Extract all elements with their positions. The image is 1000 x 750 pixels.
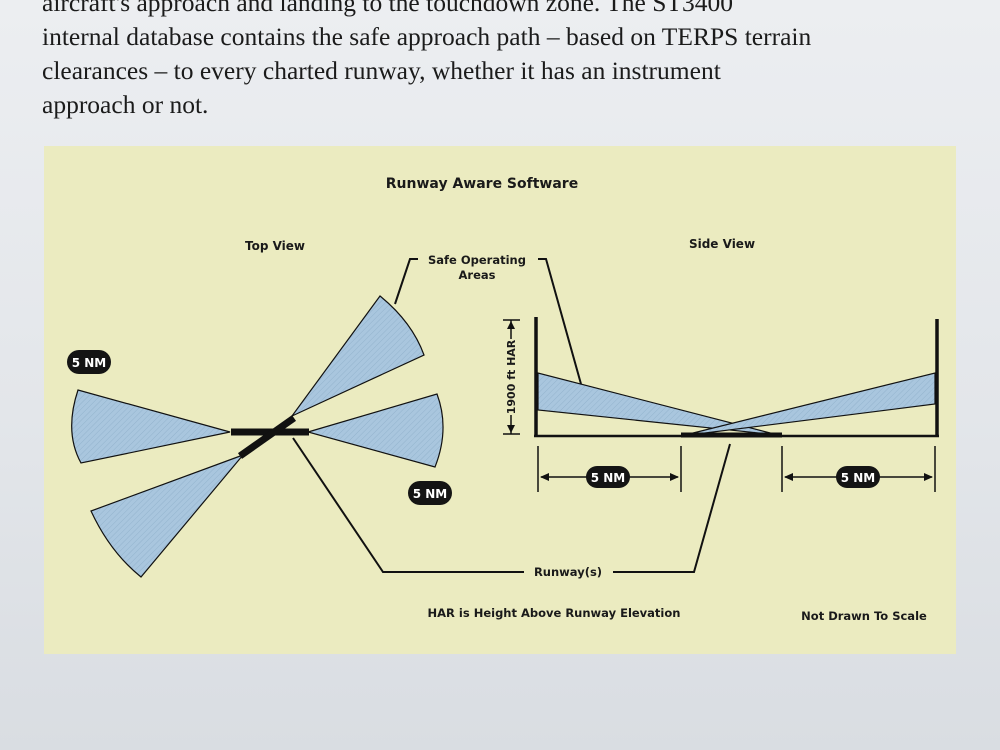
har-label: 1900 ft HAR — [505, 339, 518, 414]
paragraph-line: clearances – to every charted runway, wh… — [42, 56, 721, 85]
nm-badge-label: 5 NM — [72, 356, 107, 370]
runway-aware-figure: Runway Aware Software Top View Side View… — [44, 146, 956, 654]
paragraph-line: approach or not. — [42, 90, 209, 119]
safe-areas-label-line1: Safe Operating — [428, 253, 526, 267]
scale-note: Not Drawn To Scale — [801, 609, 927, 623]
nm-badge-top-left — [67, 350, 111, 374]
top-view-safe-area-lower-left — [90, 453, 245, 578]
nm-arrow-right-start — [784, 473, 793, 481]
runways-leader-right — [613, 443, 731, 573]
nm-badge-side-left — [586, 466, 630, 488]
paragraph-line: aircraft's approach and landing to the t… — [42, 0, 734, 17]
nm-arrow-left-start — [540, 473, 549, 481]
top-view-label: Top View — [245, 239, 305, 253]
safe-areas-label-line2: Areas — [459, 268, 496, 282]
nm-arrow-left-end — [670, 473, 679, 481]
figure-title: Runway Aware Software — [386, 176, 578, 192]
nm-badge-side-right — [836, 466, 880, 488]
safe-areas-leader-right — [538, 258, 582, 385]
side-view-safe-area-left — [537, 372, 779, 436]
runway-aware-diagram: Runway Aware Software Top View Side View… — [67, 176, 939, 623]
nm-badge-top-right — [408, 481, 452, 505]
top-view-safe-area-upper-right — [291, 295, 425, 417]
top-view-safe-area-left — [71, 389, 231, 464]
runways-label: Runway(s) — [534, 565, 602, 579]
nm-badge-label: 5 NM — [591, 471, 626, 485]
body-paragraph: aircraft's approach and landing to the t… — [42, 0, 972, 122]
side-view-safe-area-right — [680, 372, 936, 437]
har-arrow-up — [507, 321, 515, 329]
nm-arrow-right-end — [924, 473, 933, 481]
har-arrow-down — [507, 425, 515, 433]
nm-badge-label: 5 NM — [413, 487, 448, 501]
side-view-label: Side View — [689, 237, 755, 251]
har-note: HAR is Height Above Runway Elevation — [428, 606, 681, 620]
top-view-runway-diagonal — [237, 415, 297, 459]
safe-areas-leader-left — [394, 258, 418, 305]
top-view-safe-area-right — [305, 393, 444, 468]
har-label-background — [502, 339, 520, 415]
paragraph-line: internal database contains the safe appr… — [42, 22, 812, 51]
runways-leader-left — [292, 437, 524, 573]
nm-badge-label: 5 NM — [841, 471, 876, 485]
